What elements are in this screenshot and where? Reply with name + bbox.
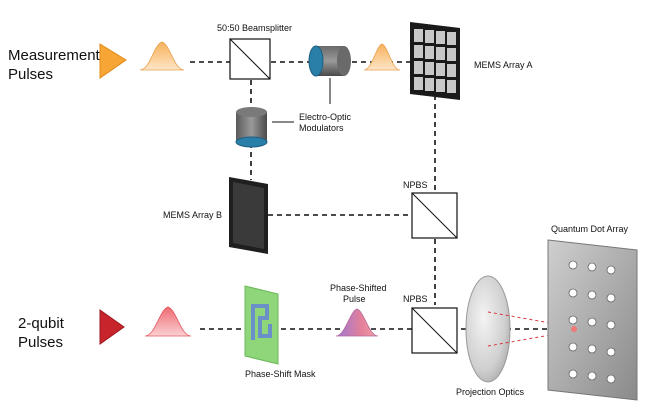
focus-spot xyxy=(571,326,577,332)
eom-horizontal xyxy=(308,45,351,77)
eom-vertical: Electro-Optic Modulators xyxy=(235,78,352,148)
npbs-upper-label: NPBS xyxy=(403,180,428,190)
modulated-pulse-icon xyxy=(363,43,401,71)
mems-array-a: MEMS Array A xyxy=(410,22,533,100)
measurement-pulse-icon xyxy=(139,41,185,71)
qubit-label-line2: Pulses xyxy=(18,334,63,351)
mems-a-cells xyxy=(414,29,456,93)
beamsplitter-diagonal xyxy=(229,38,271,80)
eom-h-face-back xyxy=(337,46,351,76)
qubit-source: 2-qubit Pulses xyxy=(18,309,125,351)
lens-icon xyxy=(465,275,511,383)
eom-h-face-front xyxy=(308,45,324,77)
phase-shifted-label-line2: Pulse xyxy=(343,294,366,304)
qubit-pulse-icon xyxy=(144,306,192,337)
eom-label-line2: Modulators xyxy=(299,123,344,133)
npbs-lower-diagonal xyxy=(411,307,458,354)
eom-label-line1: Electro-Optic xyxy=(299,112,352,122)
phase-shifted-pulse-icon xyxy=(335,308,379,337)
triangle-arrow-icon xyxy=(99,309,125,345)
eom-v-top xyxy=(236,107,267,117)
npbs-upper: NPBS xyxy=(403,180,458,239)
quantum-dot-array: Quantum Dot Array xyxy=(547,224,638,401)
mems-a-label: MEMS Array A xyxy=(474,60,533,70)
npbs-lower: NPBS xyxy=(403,294,458,354)
phase-shifted-label-line1: Phase-Shifted xyxy=(330,283,387,293)
qubit-label-line1: 2-qubit xyxy=(18,315,65,332)
focus-ray-upper xyxy=(487,311,574,328)
quantum-dot-icon xyxy=(568,260,616,384)
measurement-label-line1: Measurement xyxy=(8,47,101,64)
phase-shift-mask-label: Phase-Shift Mask xyxy=(245,369,316,379)
quantum-dot-array-label: Quantum Dot Array xyxy=(551,224,629,234)
mask-pattern-icon xyxy=(251,304,272,340)
projection-optics: Projection Optics xyxy=(456,275,574,397)
beamsplitter: 50:50 Beamsplitter xyxy=(217,23,292,80)
measurement-label-line2: Pulses xyxy=(8,66,53,83)
triangle-arrow-icon xyxy=(99,43,127,79)
npbs-lower-label: NPBS xyxy=(403,294,428,304)
mems-b-face xyxy=(233,182,264,249)
eom-v-bottom xyxy=(235,136,268,148)
measurement-source: Measurement Pulses xyxy=(8,43,127,83)
phase-shift-mask: Phase-Shift Mask xyxy=(244,285,316,379)
focus-ray-lower xyxy=(487,330,574,347)
mems-array-b: MEMS Array B xyxy=(163,177,268,254)
beamsplitter-label: 50:50 Beamsplitter xyxy=(217,23,292,33)
npbs-upper-diagonal xyxy=(411,192,458,239)
mems-b-label: MEMS Array B xyxy=(163,210,222,220)
phase-shifted-pulse: Phase-Shifted Pulse xyxy=(330,283,387,337)
projection-optics-label: Projection Optics xyxy=(456,387,525,397)
